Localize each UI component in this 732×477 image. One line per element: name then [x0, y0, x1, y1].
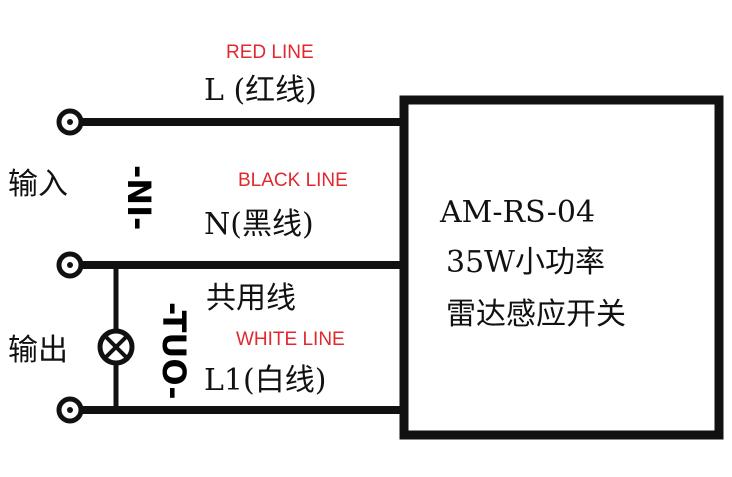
- input-label: 输入: [8, 167, 68, 202]
- module-type: 雷达感应开关: [446, 297, 626, 332]
- black-line-annotation: BLACK LINE: [238, 170, 348, 191]
- l1-line-label: L1(白线): [204, 363, 327, 398]
- terminal-dot-icon: [56, 396, 84, 424]
- n-line-label: N(黑线): [204, 207, 314, 242]
- common-line-label: 共用线: [206, 281, 296, 316]
- white-line-annotation: WHITE LINE: [236, 329, 345, 350]
- terminal-dot-icon: [56, 251, 84, 279]
- module-model: AM-RS-04: [440, 195, 596, 230]
- l-line-label: L (红线): [204, 73, 317, 108]
- out-vertical-label: -TUO-: [155, 302, 193, 400]
- red-line-annotation: RED LINE: [226, 42, 314, 63]
- terminal-dot-icon: [56, 108, 84, 136]
- in-vertical-label: -NI-: [120, 165, 158, 231]
- output-label: 输出: [8, 333, 68, 368]
- module-power: 35W小功率: [446, 245, 606, 280]
- lamp-icon: [97, 328, 135, 366]
